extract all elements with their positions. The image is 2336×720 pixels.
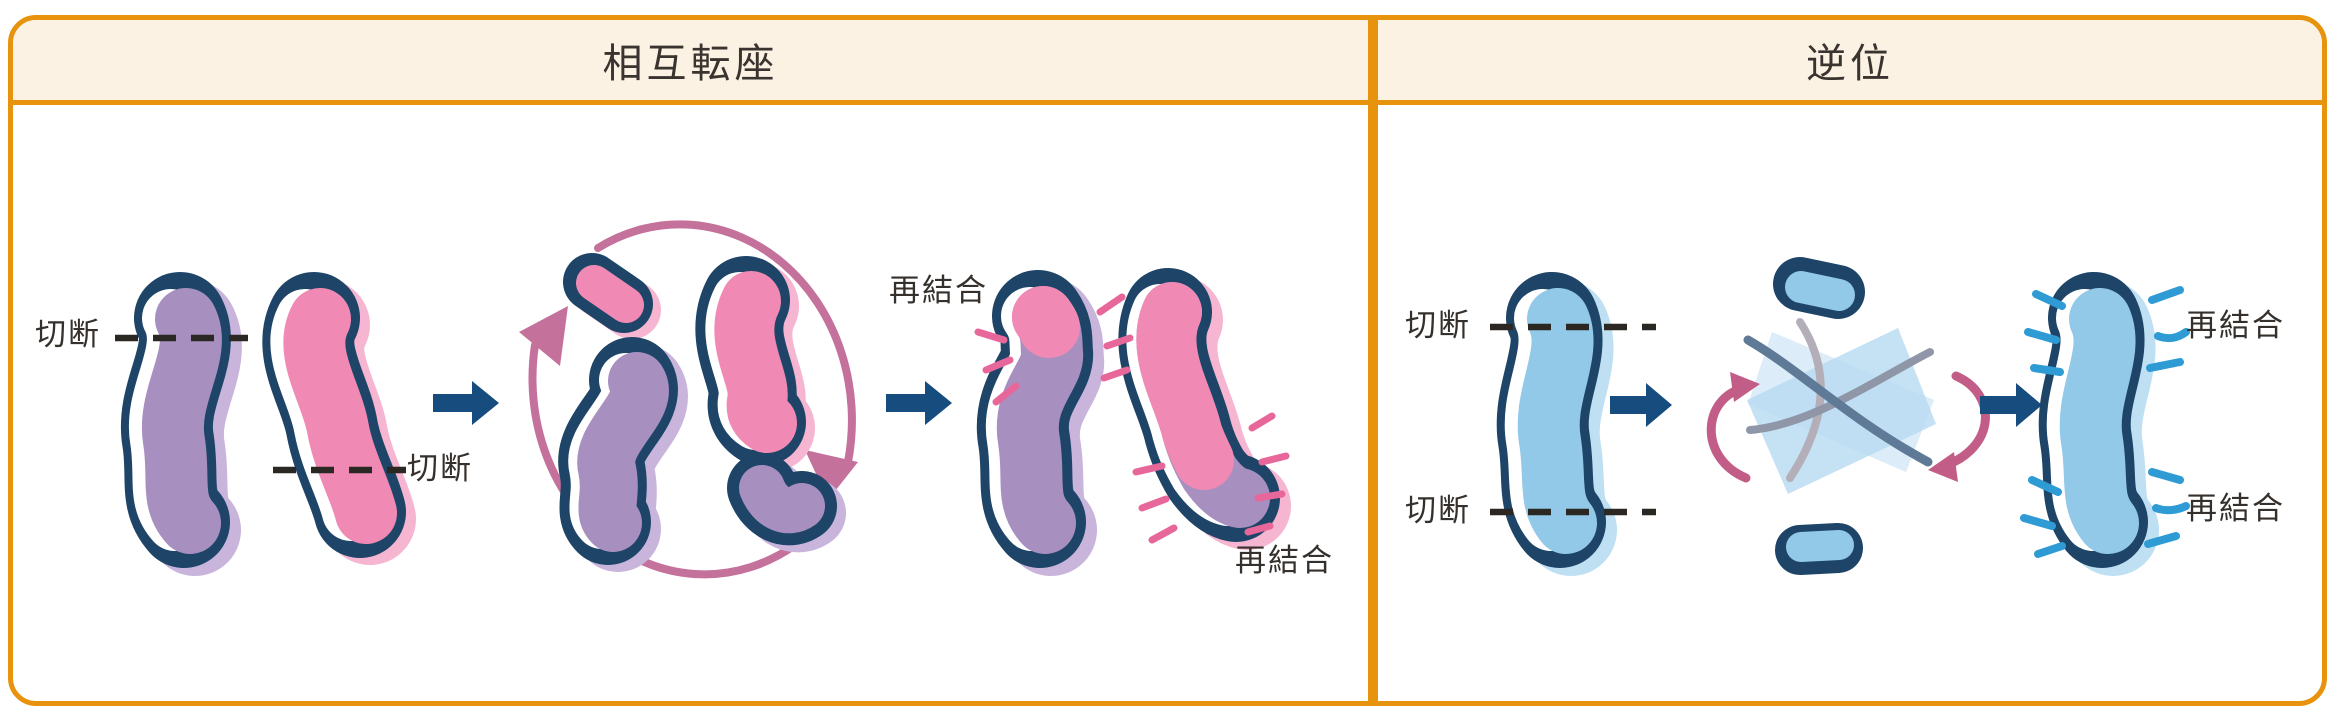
rejoin-label-top: 再結合 bbox=[889, 273, 988, 308]
rejoin-label-bottom: 再結合 bbox=[2186, 491, 2285, 526]
chromosome-b-pink bbox=[299, 318, 370, 519]
panel-translocation-header: 相互転座 bbox=[13, 20, 1368, 105]
cut-label-bottom: 切断 bbox=[1405, 493, 1471, 528]
flow-arrow-icon bbox=[1610, 383, 1672, 427]
translocated-chromosome-b bbox=[1154, 312, 1247, 506]
inverted-chromosome bbox=[2076, 318, 2113, 530]
panel-translocation-title: 相互転座 bbox=[602, 42, 779, 86]
rejoin-label-bottom: 再結合 bbox=[1235, 543, 1334, 578]
chromosome-a-cut-pieces bbox=[592, 282, 645, 529]
rejoin-sparkles-pink bbox=[974, 293, 1290, 544]
panel-inversion-title: 逆位 bbox=[1806, 42, 1894, 86]
panel-translocation: 相互転座 bbox=[8, 15, 1373, 706]
chromosome-blue bbox=[1534, 318, 1571, 530]
panel-inversion-body: 切断 切断 再結合 再結合 bbox=[1378, 105, 2322, 701]
panel-translocation-body: 切断 切断 再結合 再結合 bbox=[13, 105, 1368, 701]
flow-arrow-icon bbox=[886, 381, 952, 425]
panel-inversion: 逆位 bbox=[1373, 15, 2327, 706]
cut-label-top: 切断 bbox=[1405, 308, 1471, 343]
rejoin-sparkles-blue bbox=[2020, 286, 2190, 558]
panel-inversion-header: 逆位 bbox=[1378, 20, 2322, 105]
cut-label-b: 切断 bbox=[407, 451, 473, 486]
chromosome-b-cut-pieces bbox=[733, 300, 811, 517]
rotation-arrow-icon-left bbox=[1706, 383, 1751, 483]
chromosome-a-purple bbox=[158, 318, 196, 530]
inversion-segment-flip bbox=[1706, 284, 1990, 550]
cut-label-a: 切断 bbox=[35, 317, 101, 352]
rotation-arrow-icon-right bbox=[1939, 371, 1990, 471]
flow-arrow-icon bbox=[433, 381, 499, 425]
inversion-diagram bbox=[1490, 105, 2190, 701]
translocated-chromosome-a bbox=[1015, 316, 1058, 530]
translocation-diagram bbox=[115, 220, 1368, 579]
rejoin-label-top: 再結合 bbox=[2186, 308, 2285, 343]
flip-strand-navy bbox=[1743, 335, 1933, 467]
